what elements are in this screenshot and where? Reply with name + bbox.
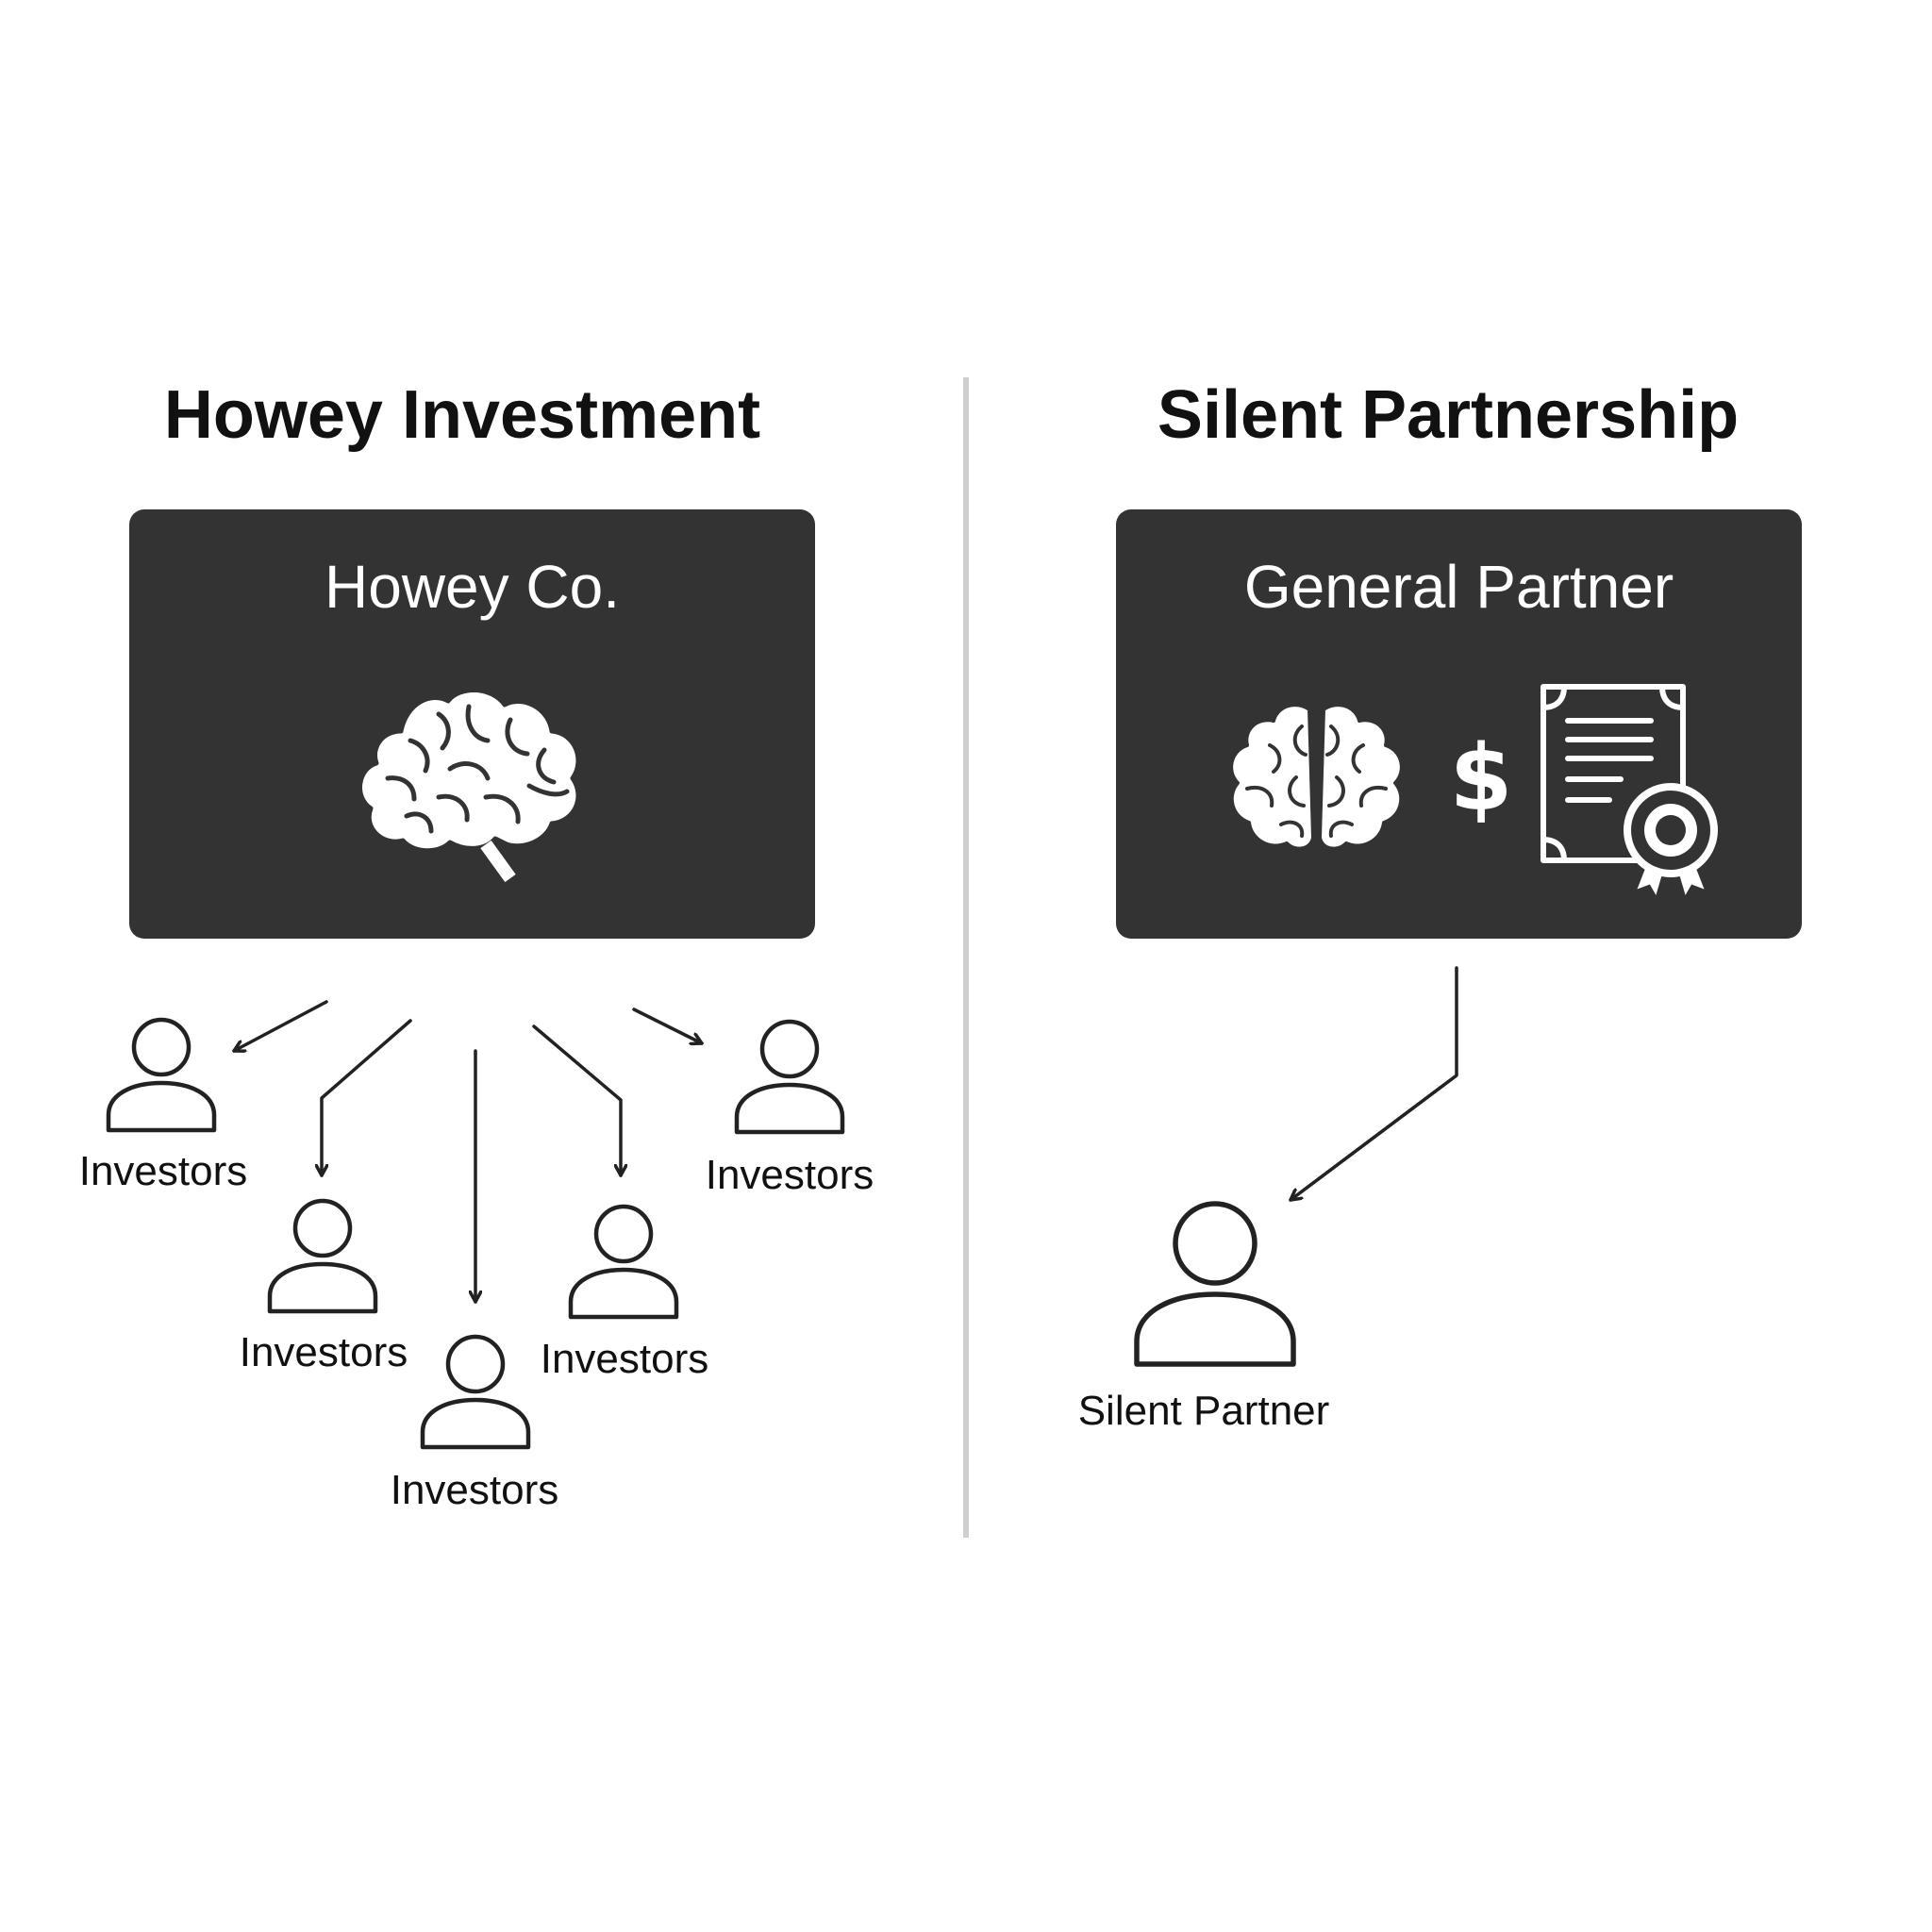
dollar-symbol: $ — [1450, 726, 1513, 830]
brain-icon — [358, 688, 581, 882]
person-icon — [267, 1198, 378, 1314]
investors-label-2: Investors — [239, 1329, 408, 1375]
investors-label-1: Investors — [78, 1148, 248, 1194]
person-icon — [734, 1019, 845, 1135]
person-icon — [106, 1017, 217, 1133]
arrow-to-silent-partner — [1289, 966, 1458, 1202]
silent-partnership-title: Silent Partnership — [1157, 377, 1740, 453]
panel-divider — [963, 377, 969, 1538]
arrow-to-investor-2 — [322, 1019, 412, 1177]
investors-label-3: Investors — [390, 1467, 559, 1513]
howey-co-label: Howey Co. — [325, 553, 620, 621]
dollar-icon: $ — [1450, 726, 1513, 830]
brain-icon — [1229, 703, 1404, 851]
arrow-to-investor-5 — [632, 1008, 704, 1043]
howey-investment-title: Howey Investment — [163, 377, 761, 453]
investors-label-5: Investors — [705, 1152, 874, 1198]
certificate-icon — [1541, 684, 1718, 901]
person-icon — [1134, 1201, 1296, 1367]
investors-label-4: Investors — [540, 1336, 709, 1382]
general-partner-label: General Partner — [1243, 553, 1674, 621]
person-icon — [420, 1334, 531, 1450]
arrow-to-investor-1 — [232, 1000, 328, 1051]
silent-partner-label: Silent Partner — [1077, 1388, 1330, 1434]
arrow-to-investor-4 — [532, 1024, 621, 1177]
howey-co-box: Howey Co. — [129, 509, 815, 939]
general-partner-box: General Partner $ — [1116, 509, 1802, 939]
person-icon — [568, 1204, 679, 1320]
